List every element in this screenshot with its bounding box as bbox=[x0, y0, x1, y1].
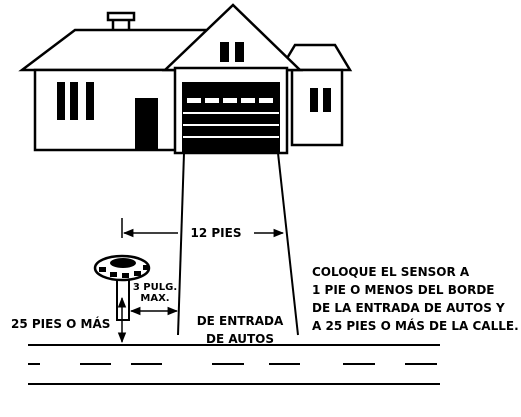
width-label: 12 PIES bbox=[191, 226, 242, 240]
window-left-2 bbox=[70, 82, 78, 120]
instruction-line3: DE LA ENTRADA DE AUTOS Y bbox=[312, 301, 505, 315]
driveway-left-edge bbox=[177, 152, 185, 336]
driveway bbox=[177, 152, 299, 336]
width-dimension: 12 PIES bbox=[121, 218, 285, 240]
windows bbox=[57, 42, 331, 150]
instruction-line2: 1 PIE O MENOS DEL BORDE bbox=[312, 283, 494, 297]
gable-window-2 bbox=[235, 42, 244, 62]
garage-door-icon bbox=[182, 82, 280, 153]
instruction-line4: A 25 PIES O MÁS DE LA CALLE. bbox=[312, 318, 519, 333]
street bbox=[28, 344, 440, 385]
window-right-1 bbox=[310, 88, 318, 112]
sensor-lens bbox=[110, 258, 136, 268]
driveway-label-line2: DE AUTOS bbox=[206, 332, 274, 346]
front-door bbox=[135, 98, 158, 150]
gable-window-1 bbox=[220, 42, 229, 62]
instruction-text: COLOQUE EL SENSOR A 1 PIE O MENOS DEL BO… bbox=[312, 265, 519, 333]
gap-dimension: 3 PULG. MAX. bbox=[129, 282, 179, 316]
instruction-line1: COLOQUE EL SENSOR A bbox=[312, 265, 470, 279]
distance-dimension: 25 PIES O MÁS bbox=[11, 296, 127, 344]
driveway-right-edge bbox=[277, 152, 299, 336]
sensor-stake bbox=[116, 274, 130, 321]
gap-label-line2: MAX. bbox=[140, 293, 169, 304]
gap-label-line1: 3 PULG. bbox=[133, 282, 177, 293]
window-left-1 bbox=[57, 82, 65, 120]
chimney-cap bbox=[106, 11, 136, 22]
distance-label: 25 PIES O MÁS bbox=[11, 316, 110, 331]
window-left-3 bbox=[86, 82, 94, 120]
driveway-label-line1: DE ENTRADA bbox=[197, 314, 284, 328]
window-right-2 bbox=[323, 88, 331, 112]
